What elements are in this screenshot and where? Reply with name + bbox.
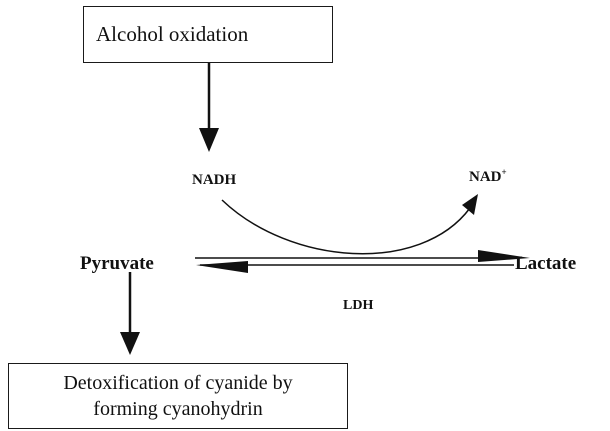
lactate-label: Lactate [515, 253, 577, 274]
alcohol-oxidation-box: Alcohol oxidation [83, 6, 333, 63]
nad-text: NAD [469, 169, 502, 185]
cyanide-detoxification-box: Detoxification of cyanide by forming cya… [8, 363, 348, 429]
ldh-enzyme-label: LDH [343, 298, 374, 313]
alcohol-oxidation-text: Alcohol oxidation [96, 22, 249, 46]
arrow-alcohol-to-nadh [199, 63, 219, 152]
detox-text-line-1: Detoxification of cyanide by [63, 372, 293, 394]
arrow-pyruvate-to-lactate [195, 250, 530, 262]
nadh-label: NADH [192, 172, 237, 188]
nad-plus-label: NAD+ [469, 167, 507, 186]
nad-superscript: + [501, 167, 507, 177]
detox-text-line-2: forming cyanohydrin [93, 398, 263, 420]
arrow-nadh-to-nad [221, 194, 478, 255]
pyruvate-label: Pyruvate [80, 253, 154, 274]
arrow-lactate-to-pyruvate [196, 261, 514, 273]
arrow-pyruvate-to-detox [120, 272, 140, 355]
